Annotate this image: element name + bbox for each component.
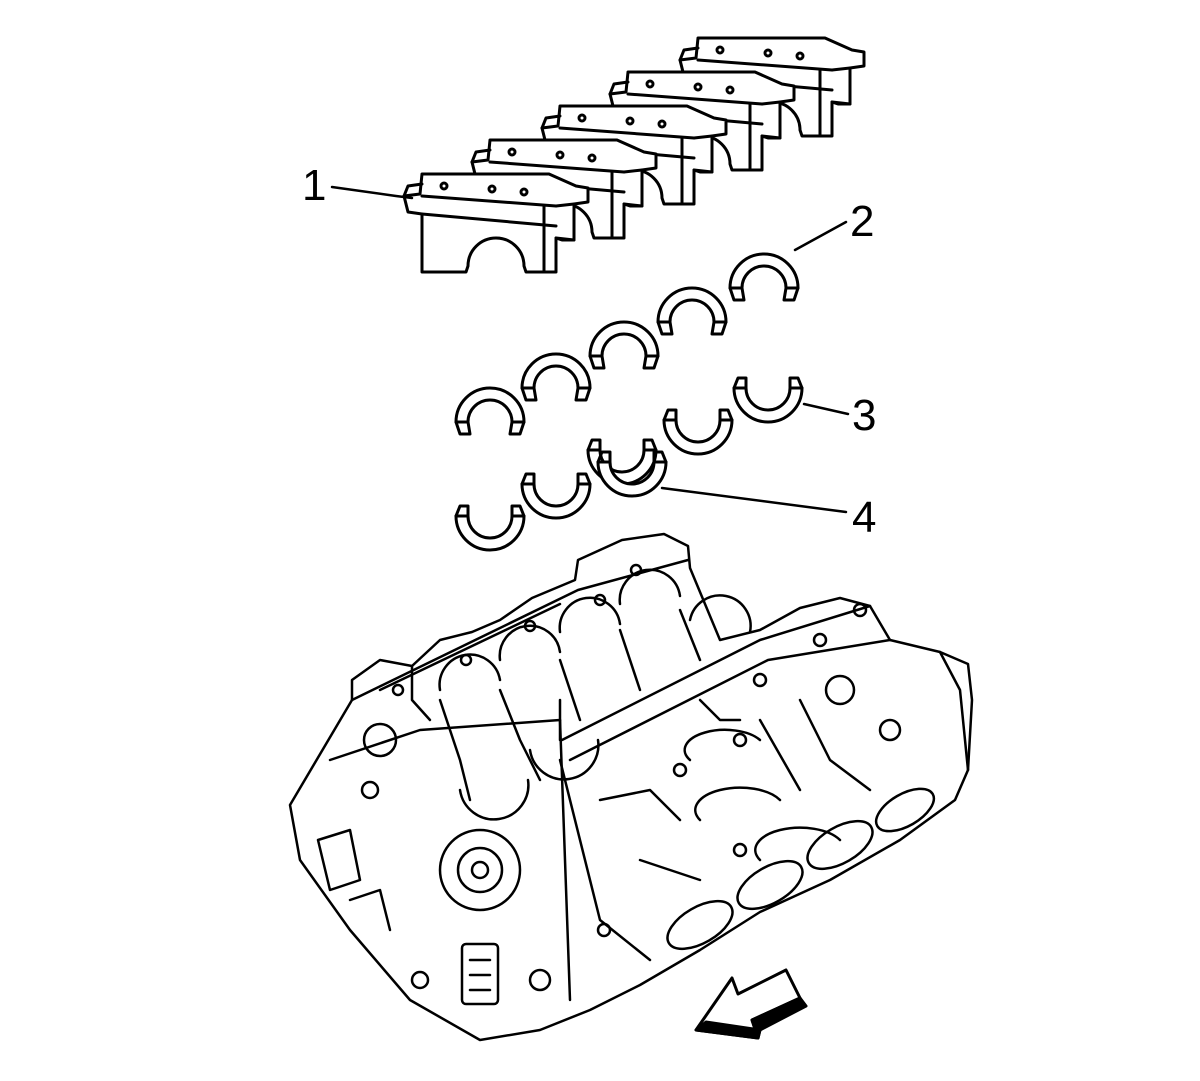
upper-bearing-5 xyxy=(728,252,800,302)
lower-bearing-thrust xyxy=(586,438,668,498)
upper-bearing-1 xyxy=(454,386,526,436)
lower-bearing-5 xyxy=(732,376,804,424)
leader-2 xyxy=(793,220,848,252)
bearing-cap-1 xyxy=(402,172,590,274)
leader-1 xyxy=(330,185,414,200)
callout-4: 4 xyxy=(852,493,876,542)
callout-leaders xyxy=(330,185,850,514)
lower-bearing-4 xyxy=(662,408,734,456)
lower-bearing-1 xyxy=(454,504,526,552)
callout-2: 2 xyxy=(850,197,874,246)
leader-4 xyxy=(660,486,848,514)
front-direction-arrow-icon xyxy=(694,968,808,1040)
upper-bearing-2 xyxy=(520,352,592,402)
callout-3: 3 xyxy=(852,391,876,440)
callout-1: 1 xyxy=(302,161,326,210)
lower-bearing-2 xyxy=(520,472,592,520)
leader-3 xyxy=(802,402,850,416)
upper-bearing-4 xyxy=(656,286,728,336)
upper-bearing-3 xyxy=(588,320,660,370)
engine-block xyxy=(288,532,974,1042)
